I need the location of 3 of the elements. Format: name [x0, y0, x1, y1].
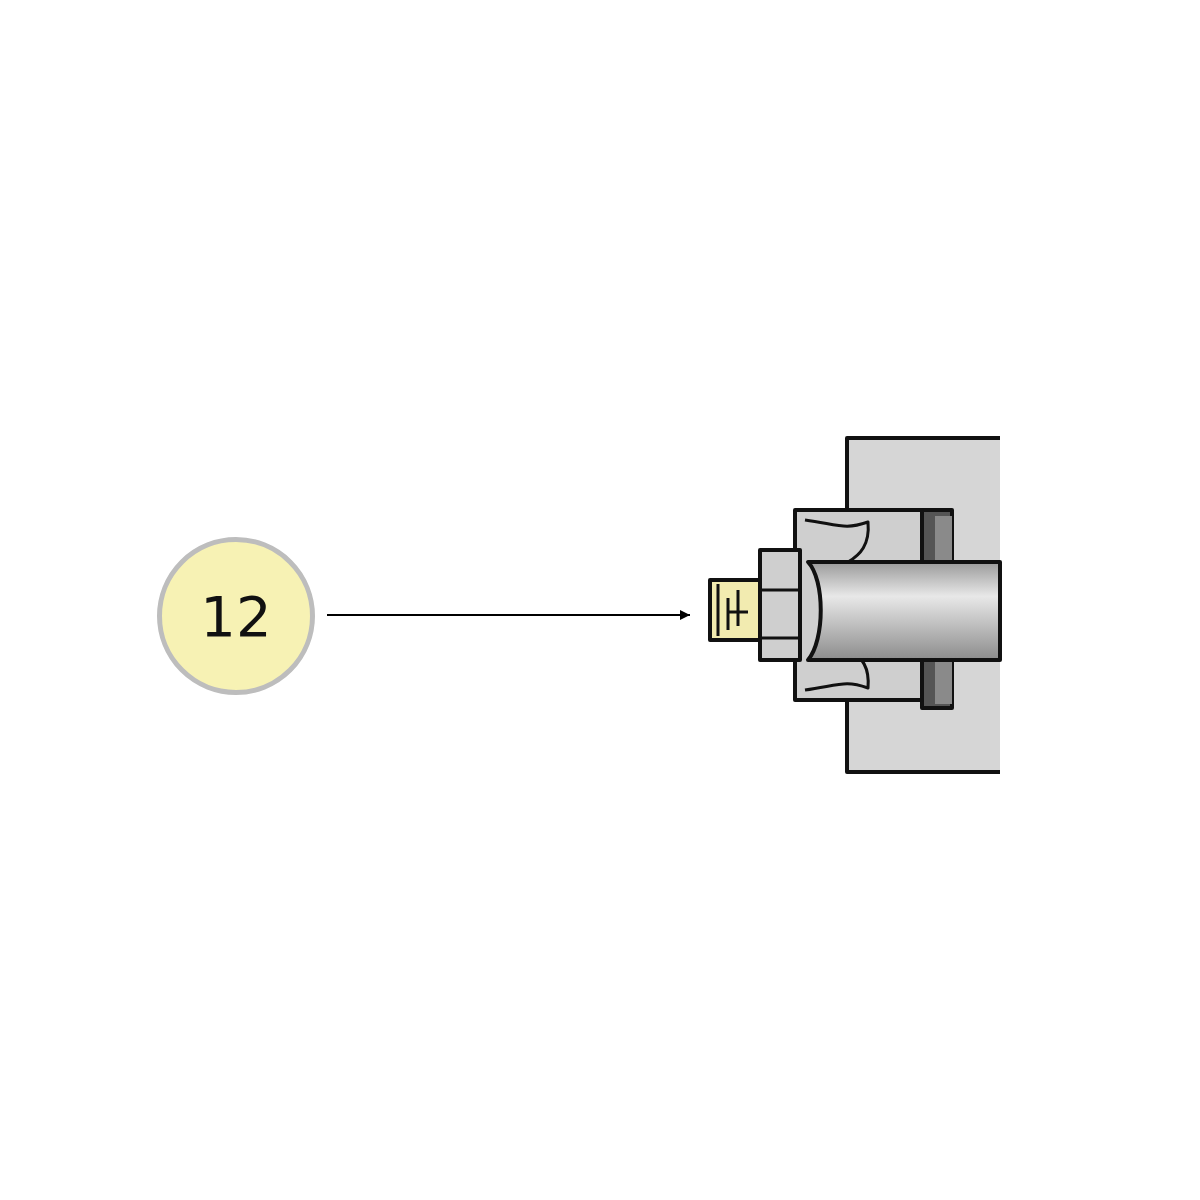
- bolt-assembly-drawing: [708, 436, 1002, 774]
- callout-number: 12: [200, 583, 272, 649]
- leader-arrow: [326, 610, 691, 620]
